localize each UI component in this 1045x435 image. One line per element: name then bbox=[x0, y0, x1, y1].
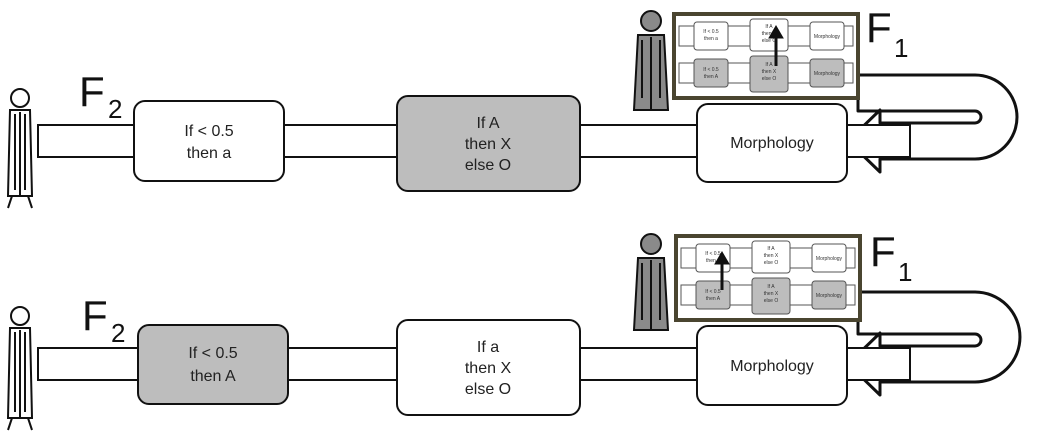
f1-label: F bbox=[866, 4, 892, 51]
f2-label: F bbox=[82, 292, 108, 339]
mini-top-b1-l2: then a bbox=[704, 36, 718, 42]
rule-box-1-line1: If < 0.5 bbox=[184, 123, 233, 140]
mini-top-b2-l2: then X bbox=[764, 253, 779, 259]
mini-bottom-b3: Morphology bbox=[814, 71, 841, 77]
rule-box-2 bbox=[396, 319, 581, 416]
mini-bottom-b2-l1: If A bbox=[767, 284, 775, 290]
rule-box-2-line1: If a bbox=[477, 339, 499, 356]
f2-subscript: 2 bbox=[111, 318, 125, 348]
mini-bottom-b2-l1: If A bbox=[765, 62, 773, 68]
mini-bottom-b1-l1: If < 0.5 bbox=[705, 289, 721, 295]
f2-subscript: 2 bbox=[108, 94, 122, 124]
rule-box-1-line1: If < 0.5 bbox=[188, 345, 237, 362]
rule-box-1-line2: then A bbox=[190, 368, 236, 385]
mini-pointer-arrow bbox=[768, 25, 784, 66]
mini-top-b3: Morphology bbox=[816, 256, 843, 262]
observer-figure-f1 bbox=[632, 233, 670, 331]
mini-machine-f1: If < 0.5 then a If A then X else O Morph… bbox=[672, 12, 860, 100]
mini-top-b2-l3: else O bbox=[762, 38, 777, 44]
mini-bottom-b1-l2: then A bbox=[704, 74, 719, 80]
mini-machine-f1: If < 0.5 then a If A then X else O Morph… bbox=[674, 234, 862, 322]
rule-box-2-line3: else O bbox=[465, 157, 511, 174]
mini-top-b1-l2: then a bbox=[706, 258, 720, 264]
f2-label: F bbox=[79, 68, 105, 115]
mini-top-b2-l3: else O bbox=[764, 260, 779, 266]
mini-top-b2-l1: If A bbox=[767, 246, 775, 252]
mini-bottom-b2-l3: else O bbox=[762, 76, 777, 82]
observer-figure-f1 bbox=[632, 10, 670, 111]
morphology-box bbox=[696, 325, 848, 406]
morphology-box bbox=[696, 103, 848, 183]
mini-bottom-b2-l2: then X bbox=[764, 291, 779, 297]
rule-box-1 bbox=[133, 100, 285, 182]
panel-2: If < 0.5 then A If a then X else O Morph… bbox=[6, 228, 1022, 431]
rule-box-2 bbox=[396, 95, 581, 192]
mini-bottom-b2-l3: else O bbox=[764, 298, 779, 304]
mini-bottom-b3: Morphology bbox=[816, 293, 843, 299]
observer-figure-f2 bbox=[6, 306, 34, 431]
mini-pointer-arrow bbox=[714, 251, 730, 290]
mini-top-b1-l1: If < 0.5 bbox=[705, 251, 721, 257]
rule-box-2-line2: then X bbox=[465, 136, 512, 153]
mini-top-b2-l2: then X bbox=[762, 31, 777, 37]
rule-box-1-line2: then a bbox=[187, 145, 232, 162]
panel-1: If < 0.5 then a If A then X else O Morph… bbox=[6, 4, 1019, 209]
observer-figure-f2 bbox=[6, 88, 34, 209]
f1-subscript: 1 bbox=[898, 257, 912, 287]
f1-label: F bbox=[870, 228, 896, 275]
f1-subscript: 1 bbox=[894, 33, 908, 63]
rule-box-2-line3: else O bbox=[465, 381, 511, 398]
morphology-label: Morphology bbox=[730, 135, 814, 152]
mini-bottom-b2-l2: then X bbox=[762, 69, 777, 75]
mini-bottom-b1-l1: If < 0.5 bbox=[703, 67, 719, 73]
mini-bottom-b1-l2: then A bbox=[706, 296, 721, 302]
mini-top-b2-l1: If A bbox=[765, 24, 773, 30]
rule-box-2-line1: If A bbox=[476, 115, 499, 132]
mini-top-b3: Morphology bbox=[814, 34, 841, 40]
rule-box-2-line2: then X bbox=[465, 360, 512, 377]
mini-top-b1-l1: If < 0.5 bbox=[703, 29, 719, 35]
morphology-label: Morphology bbox=[730, 358, 814, 375]
rule-box-1 bbox=[137, 324, 289, 405]
